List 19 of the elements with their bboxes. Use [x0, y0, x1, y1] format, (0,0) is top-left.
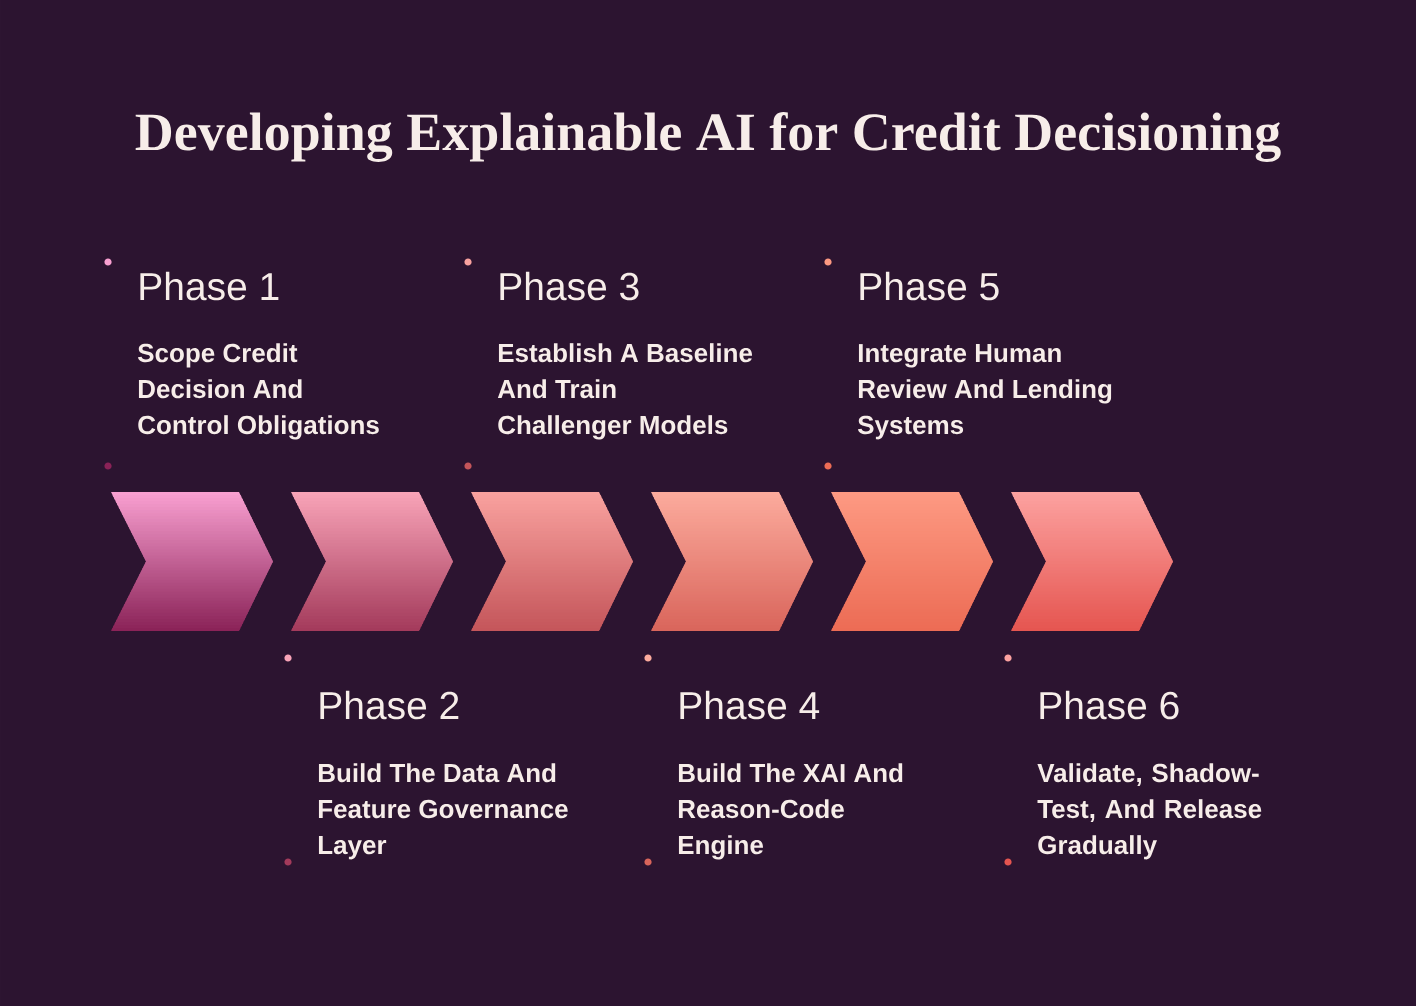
phase-description: Scope Credit Decision And Control Obligations	[137, 343, 379, 440]
phase-description: Establish A Baseline And Train Challenger Models	[497, 343, 753, 440]
phase-heading: Phase 6	[1040, 690, 1179, 720]
phase-heading: Phase 5	[860, 271, 999, 301]
phase-description: Integrate Human Review And Lending Systems	[857, 344, 1112, 440]
phase-heading: Phase 2	[320, 690, 459, 720]
process-step	[291, 492, 453, 631]
process-step	[651, 492, 813, 631]
process-step	[1011, 492, 1173, 631]
title: Developing Explainable AI for Credit Decisioning	[135, 112, 1281, 162]
phase-heading: Phase 3	[500, 271, 639, 301]
process-step	[831, 492, 993, 631]
process-step	[111, 492, 273, 631]
phase-description: Validate, Shadow-Test, And Release Gradually	[1037, 763, 1262, 860]
phase-description: Build The XAI And Reason-Code Engine	[678, 763, 903, 860]
phase-heading: Phase 1	[140, 271, 279, 301]
phase-heading: Phase 4	[680, 690, 820, 720]
process-step	[471, 492, 633, 631]
phase-description: Build The Data And Feature Governance Layer	[318, 763, 568, 860]
